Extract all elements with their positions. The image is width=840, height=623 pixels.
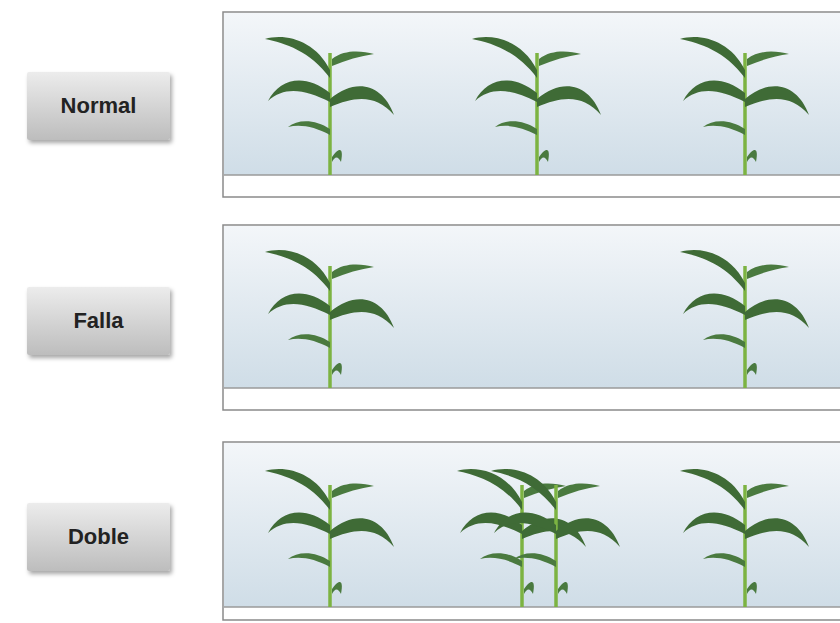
row-label: Falla bbox=[73, 308, 123, 334]
row-label: Doble bbox=[68, 524, 129, 550]
panel-doble bbox=[223, 442, 840, 620]
panel-falla bbox=[223, 225, 840, 410]
label-box: Doble bbox=[27, 503, 170, 571]
label-box: Normal bbox=[27, 72, 170, 140]
label-box: Falla bbox=[27, 287, 170, 355]
panel-normal bbox=[223, 12, 840, 197]
row-label: Normal bbox=[61, 93, 137, 119]
